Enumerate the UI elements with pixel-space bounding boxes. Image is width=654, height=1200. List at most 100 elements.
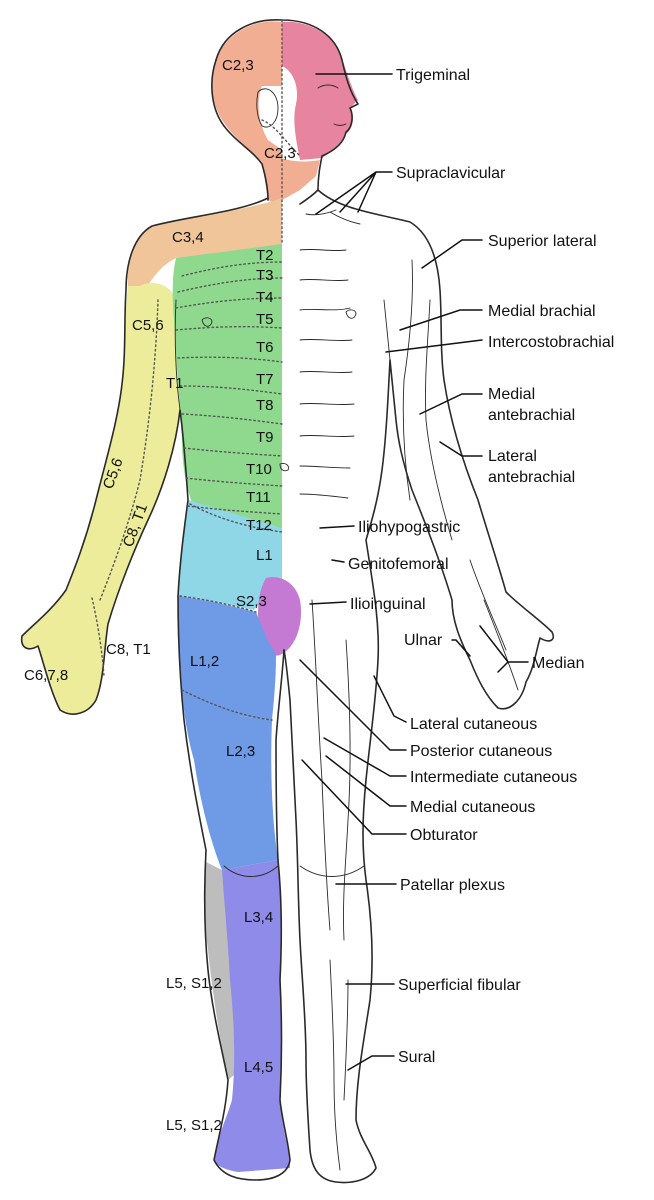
label-supraclavicular: Supraclavicular — [396, 165, 506, 182]
label-t3: T3 — [256, 267, 274, 284]
head-back-outline — [211, 59, 269, 201]
label-t4: T4 — [256, 289, 274, 306]
leader-superior-lateral — [421, 239, 483, 269]
label-obturator: Obturator — [410, 827, 478, 844]
region-arm — [21, 282, 180, 715]
dermatome-regions — [21, 21, 358, 1172]
label-posterior-cutaneous: Posterior cutaneous — [410, 743, 552, 760]
body-outline — [20, 19, 555, 1184]
region-c23-neck — [262, 150, 320, 200]
label-intercostobrachial: Intercostobrachial — [488, 334, 614, 351]
label-intermediate-cutaneous: Intermediate cutaneous — [410, 769, 577, 786]
label-c8t1-hand: C8, T1 — [106, 641, 151, 658]
right-torso-side — [383, 299, 391, 361]
label-medial-cutaneous: Medial cutaneous — [410, 799, 535, 816]
label-trigeminal: Trigeminal — [396, 67, 470, 84]
boundary-arm-inner — [99, 299, 159, 601]
left-body-outline — [20, 197, 291, 1181]
leader-lines — [299, 73, 529, 1071]
label-ilioinguinal: Ilioinguinal — [350, 596, 426, 613]
boundary-t6 — [177, 356, 283, 363]
label-l12: L1,2 — [190, 653, 219, 670]
leader-lateral-cutaneous — [373, 675, 407, 723]
boundary-t9 — [183, 447, 283, 457]
boundary-hand — [91, 597, 105, 677]
leader-genitofemoral — [331, 559, 345, 563]
leader-medial-brachial — [399, 309, 483, 331]
dermatome-boundaries — [91, 19, 301, 721]
nerve-arm-2 — [425, 299, 453, 541]
knee-left — [223, 865, 279, 877]
label-t10: T10 — [246, 461, 272, 478]
nipple-right — [345, 309, 357, 319]
label-median: Median — [532, 655, 584, 672]
nipple-left — [201, 317, 213, 327]
leader-obturator — [301, 759, 407, 835]
region-l34-l45 — [214, 860, 290, 1172]
boundary-t10 — [185, 477, 283, 487]
label-l5s12-upper: L5, S1,2 — [166, 975, 222, 992]
label-l5s12-lower: L5, S1,2 — [166, 1117, 222, 1134]
leader-posterior-cutaneous — [299, 659, 407, 751]
region-c34 — [127, 198, 282, 300]
nerve-leg-2 — [343, 639, 351, 941]
boundary-t12 — [189, 503, 283, 533]
nerve-arm-3 — [469, 559, 519, 691]
nerve-leg-1 — [311, 599, 331, 931]
nerve-labels: Trigeminal Supraclavicular Superior late… — [348, 67, 614, 1066]
region-l23 — [182, 690, 278, 870]
region-l12 — [178, 596, 276, 720]
boundary-l1 — [179, 595, 257, 613]
label-t7: T7 — [256, 371, 274, 388]
navel — [279, 463, 289, 472]
label-t12: T12 — [246, 517, 272, 534]
label-lateral-cutaneous: Lateral cutaneous — [410, 716, 537, 733]
right-body-outline — [283, 189, 555, 1184]
region-s23 — [258, 577, 302, 656]
label-t1: T1 — [166, 375, 184, 392]
cutaneous-nerves — [299, 209, 519, 1171]
leader-median — [479, 625, 529, 673]
label-genitofemoral: Genitofemoral — [348, 556, 449, 573]
region-trigeminal — [282, 21, 358, 160]
label-c56-upper: C5,6 — [132, 317, 164, 334]
label-medial-brachial: Medial brachial — [488, 303, 596, 320]
label-l45: L4,5 — [244, 1059, 273, 1076]
ear — [256, 88, 279, 128]
boundary-t11 — [187, 505, 283, 515]
boundary-t8 — [181, 413, 283, 425]
nerve-branch-5 — [299, 434, 355, 469]
nerve-branch-1 — [305, 209, 361, 225]
boundary-t3 — [177, 277, 283, 293]
label-s23: S2,3 — [236, 593, 267, 610]
label-sural: Sural — [398, 1049, 435, 1066]
nerve-branch-6 — [299, 493, 349, 499]
label-c23-top: C2,3 — [222, 57, 254, 74]
mouth — [333, 123, 347, 126]
label-t2: T2 — [256, 247, 274, 264]
label-superficial-fibular: Superficial fibular — [398, 977, 521, 994]
label-ulnar: Ulnar — [404, 632, 443, 649]
leader-lateral-antebrachial — [439, 441, 483, 457]
nerve-arm-1 — [402, 259, 413, 501]
label-t8: T8 — [256, 397, 274, 414]
label-iliohypogastric: Iliohypogastric — [358, 519, 460, 536]
boundary-l12 — [181, 689, 273, 721]
label-l23: L2,3 — [226, 743, 255, 760]
label-t9: T9 — [256, 429, 274, 446]
label-t6: T6 — [256, 339, 274, 356]
label-c678: C6,7,8 — [24, 667, 68, 684]
region-l5s12 — [203, 862, 240, 1080]
knee-right — [299, 865, 365, 877]
leader-ilioinguinal — [309, 601, 347, 605]
nerve-branch-4 — [299, 370, 355, 406]
leader-intermediate-cutaneous — [323, 737, 407, 777]
boundary-t4 — [175, 297, 283, 309]
dermatome-labels: C2,3 C2,3 C3,4 T2 T3 T4 T5 C5,6 T6 T1 T7… — [24, 57, 296, 1134]
boundary-neck — [261, 119, 301, 157]
leader-intercostobrachial — [385, 339, 483, 353]
label-t11: T11 — [246, 489, 271, 506]
